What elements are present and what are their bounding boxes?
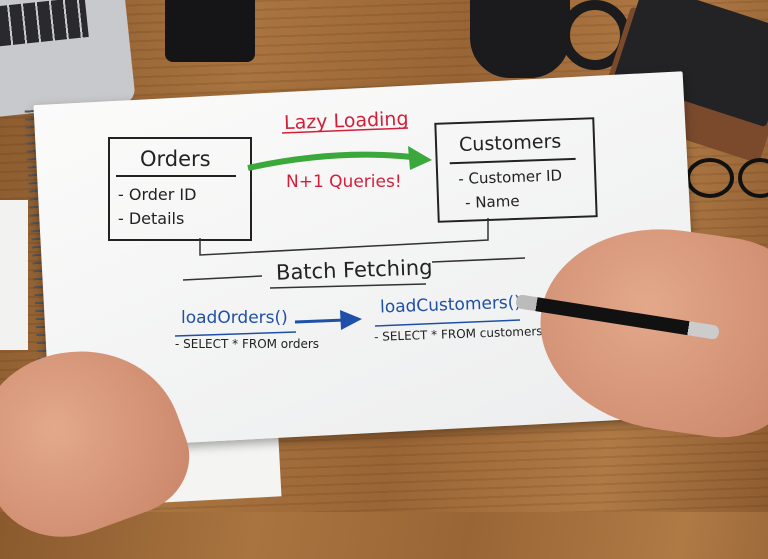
blue-arrowhead [340, 310, 362, 330]
green-arrow [247, 151, 421, 171]
paper-stack [0, 200, 28, 350]
connector-line [199, 218, 489, 256]
green-arrowhead [408, 146, 432, 170]
orders-title: Orders [140, 147, 211, 171]
orders-field: - Order ID [118, 185, 197, 204]
load-orders-call: loadOrders() [181, 308, 288, 328]
orders-field: - Details [118, 209, 185, 228]
lazy-loading-label: Lazy Loading [283, 107, 409, 135]
coffee-mug [470, 0, 570, 78]
orders-box: Orders - Order ID - Details [108, 137, 252, 241]
select-orders-query: - SELECT * FROM orders [175, 337, 320, 351]
underline [174, 319, 521, 337]
underline [182, 257, 526, 289]
divider [116, 175, 236, 177]
blue-arrow [294, 318, 346, 324]
smartphone [165, 0, 255, 62]
n-plus-one-label: N+1 Queries! [286, 172, 402, 192]
underline [281, 127, 409, 134]
diagram-strokes [174, 127, 526, 337]
